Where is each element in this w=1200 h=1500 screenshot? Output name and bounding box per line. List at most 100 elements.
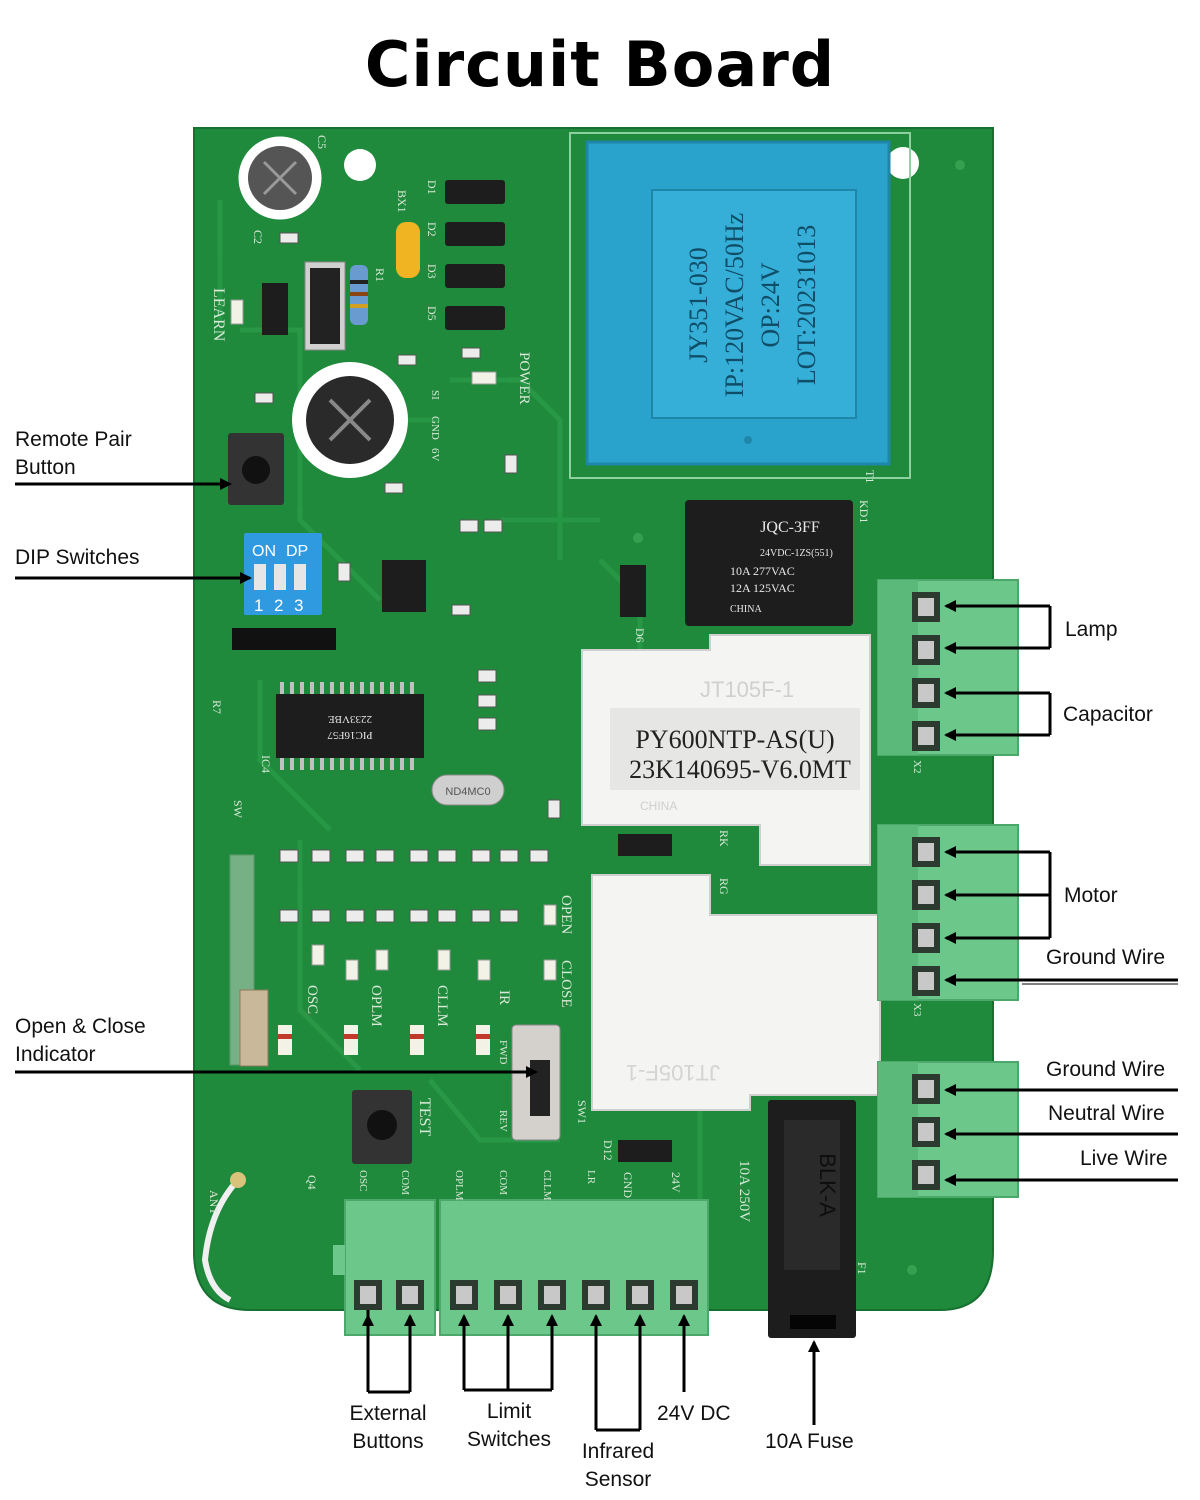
- label-limit-switches: Limit Switches: [450, 1398, 568, 1454]
- svg-text:REV: REV: [497, 1110, 509, 1132]
- svg-text:OSC: OSC: [304, 985, 320, 1014]
- svg-text:CLLM: CLLM: [541, 1170, 553, 1201]
- resistor-array: [232, 628, 336, 650]
- svg-text:COM: COM: [399, 1170, 411, 1195]
- svg-text:JT105F-1: JT105F-1: [626, 1060, 720, 1085]
- svg-text:24VDC-1ZS(551): 24VDC-1ZS(551): [760, 548, 833, 559]
- label-limit-line1: Limit: [486, 1400, 532, 1423]
- svg-text:JQC-3FF: JQC-3FF: [760, 519, 820, 536]
- svg-text:OPLM: OPLM: [368, 985, 384, 1027]
- label-live-wire: Live Wire: [1080, 1147, 1168, 1170]
- svg-text:R7: R7: [210, 700, 224, 714]
- svg-text:ANT: ANT: [207, 1190, 221, 1215]
- mount-hole: [633, 533, 643, 543]
- svg-text:SW1: SW1: [575, 1100, 589, 1124]
- label-open-close-line1: Open & Close: [15, 1015, 146, 1038]
- svg-text:D12: D12: [601, 1140, 615, 1161]
- label-external-buttons: External Buttons: [330, 1400, 446, 1456]
- label-remote-pair-button: Remote Pair Button: [15, 426, 132, 482]
- svg-text:T1: T1: [863, 470, 877, 483]
- svg-text:GND: GND: [621, 1172, 635, 1198]
- svg-text:2: 2: [274, 596, 283, 615]
- label-neutral-wire: Neutral Wire: [1048, 1102, 1165, 1125]
- svg-text:LEARN: LEARN: [210, 288, 227, 342]
- label-open-close-indicator: Open & Close Indicator: [15, 1013, 146, 1069]
- svg-text:COM: COM: [497, 1170, 509, 1195]
- svg-text:12A 125VAC: 12A 125VAC: [730, 581, 795, 595]
- label-lamp: Lamp: [1065, 618, 1118, 641]
- svg-text:X3: X3: [911, 1003, 923, 1017]
- svg-text:CHINA: CHINA: [640, 799, 677, 813]
- antenna-wire: [201, 1177, 241, 1303]
- svg-text:LR: LR: [585, 1170, 597, 1185]
- svg-text:FWD: FWD: [497, 1040, 509, 1065]
- svg-text:TEST: TEST: [416, 1098, 433, 1136]
- diode-array: [278, 1025, 490, 1055]
- mount-hole: [344, 149, 376, 181]
- label-limit-line2: Switches: [466, 1428, 552, 1451]
- svg-text:RG: RG: [717, 878, 731, 895]
- svg-text:F1: F1: [855, 1262, 869, 1275]
- crystal: [431, 774, 505, 806]
- led-indicators: [230, 299, 557, 981]
- svg-text:JT105F-1: JT105F-1: [700, 677, 794, 702]
- label-capacitor: Capacitor: [1063, 703, 1153, 726]
- svg-text:OPEN: OPEN: [558, 895, 574, 934]
- svg-text:GND: GND: [429, 416, 441, 440]
- svg-text:D3: D3: [425, 264, 439, 279]
- svg-text:CLLM: CLLM: [434, 985, 450, 1027]
- svg-text:2233VBE: 2233VBE: [328, 713, 372, 725]
- svg-text:BX1: BX1: [395, 190, 409, 213]
- smd-components: [254, 232, 561, 923]
- svg-text:D5: D5: [425, 306, 439, 321]
- mount-hole: [907, 1265, 917, 1275]
- svg-text:PIC16F57: PIC16F57: [327, 729, 373, 741]
- relay-small: [685, 500, 853, 626]
- label-infrared-line1: Infrared: [581, 1440, 655, 1463]
- mcu: [276, 694, 424, 758]
- label-external-line2: Buttons: [352, 1430, 424, 1453]
- svg-text:6V: 6V: [429, 448, 441, 462]
- svg-text:LOT:20231013: LOT:20231013: [792, 225, 821, 385]
- svg-text:SW: SW: [231, 800, 245, 819]
- svg-text:POWER: POWER: [516, 352, 532, 405]
- svg-text:IP:120VAC/50Hz: IP:120VAC/50Hz: [720, 213, 749, 397]
- svg-text:PY600NTP-AS(U): PY600NTP-AS(U): [635, 725, 834, 754]
- terminal-block-mains: [877, 1061, 1019, 1198]
- svg-text:23K140695-V6.0MT: 23K140695-V6.0MT: [629, 755, 851, 784]
- terminal-block-signals: [439, 1199, 709, 1336]
- label-motor: Motor: [1064, 884, 1118, 907]
- svg-text:KD1: KD1: [857, 500, 871, 523]
- capacitor-bx1: [396, 222, 420, 278]
- label-dip-switches: DIP Switches: [15, 546, 140, 569]
- transformer-label: JY351-030 IP:120VAC/50Hz OP:24V LOT:2023…: [684, 213, 821, 397]
- svg-text:CLOSE: CLOSE: [558, 960, 574, 1008]
- svg-text:24V: 24V: [669, 1172, 683, 1193]
- annotation-lines: [15, 478, 1178, 1432]
- svg-text:D2: D2: [425, 222, 439, 237]
- label-open-close-line2: Indicator: [15, 1043, 96, 1066]
- svg-text:OSC: OSC: [357, 1170, 369, 1191]
- svg-text:RK: RK: [717, 830, 731, 847]
- svg-text:OP:24V: OP:24V: [756, 262, 785, 347]
- label-10a-fuse: 10A Fuse: [765, 1430, 854, 1453]
- label-remote-pair-line2: Button: [15, 456, 76, 479]
- ic1: [382, 560, 426, 612]
- svg-text:Q4: Q4: [305, 1175, 319, 1190]
- label-infrared-sensor: Infrared Sensor: [566, 1438, 670, 1494]
- label-ground-wire-2: Ground Wire: [1046, 1058, 1166, 1081]
- svg-text:BLK-A: BLK-A: [815, 1153, 840, 1217]
- svg-text:SI: SI: [429, 390, 441, 400]
- svg-text:ON: ON: [252, 543, 276, 560]
- svg-text:X2: X2: [911, 760, 923, 773]
- svg-text:ND4MC0: ND4MC0: [445, 786, 490, 798]
- mount-hole: [955, 160, 965, 170]
- svg-text:D6: D6: [633, 628, 647, 643]
- svg-text:D1: D1: [425, 180, 439, 195]
- svg-text:C2: C2: [251, 230, 265, 244]
- page-title: Circuit Board: [364, 28, 836, 101]
- diodes: [262, 180, 672, 1162]
- svg-text:10A 250V: 10A 250V: [736, 1160, 752, 1222]
- svg-text:C5: C5: [315, 135, 329, 149]
